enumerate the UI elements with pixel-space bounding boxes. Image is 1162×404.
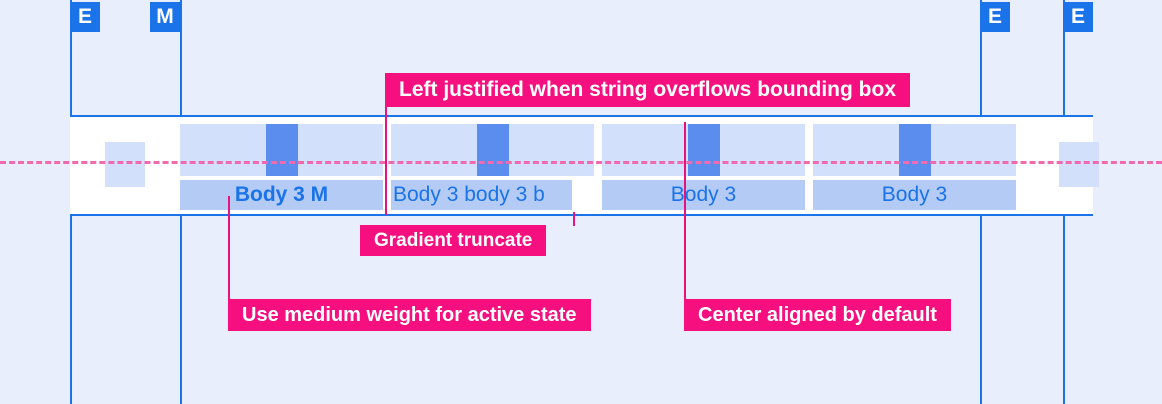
tab-label: Body 3 <box>881 183 948 206</box>
tab-glyph-icon <box>265 124 298 176</box>
tab-edge-right[interactable] <box>1024 117 1134 214</box>
tab-body-3-m[interactable]: Body 3 M <box>180 117 383 214</box>
tab-body-3-body-3-b[interactable]: Body 3 body 3 b <box>391 117 594 214</box>
tab-icon-edge-left <box>105 142 145 187</box>
annotation-text: Center aligned by default <box>698 303 937 326</box>
tab-label: Body 3 <box>670 183 737 206</box>
annotation-medium-weight: Use medium weight for active state <box>228 299 591 331</box>
edge-badge-right-inner: E <box>980 2 1010 32</box>
tab-label-area: Body 3 <box>602 180 805 210</box>
tab-label: Body 3 body 3 b <box>393 183 545 206</box>
tab-glyph-icon <box>898 124 931 176</box>
annotation-text: Use medium weight for active state <box>242 303 577 326</box>
tab-edge-left[interactable] <box>70 117 180 214</box>
tab-label-area: Body 3 <box>813 180 1016 210</box>
annotation-text: Left justified when string overflows bou… <box>399 78 896 101</box>
tab-body-3-center[interactable]: Body 3 <box>602 117 805 214</box>
annotation-gradient-truncate: Gradient truncate <box>360 225 547 256</box>
leader-left-justified <box>385 75 387 215</box>
vertical-center-guide <box>0 161 1162 164</box>
margin-badge-left: M <box>150 2 180 32</box>
edge-badge-right-outer: E <box>1063 2 1093 32</box>
annotation-center-aligned: Center aligned by default <box>684 299 951 331</box>
leader-medium-weight <box>228 196 230 300</box>
edge-badge-left-outer: E <box>70 2 100 32</box>
tab-glyph-icon <box>476 124 509 176</box>
tab-label: Body 3 M <box>234 183 329 206</box>
tab-body-3-last[interactable]: Body 3 <box>813 117 1016 214</box>
tab-icon-edge-right <box>1059 142 1099 187</box>
tab-bar: Body 3 M Body 3 body 3 b Body 3 Body 3 <box>70 115 1099 216</box>
annotation-left-justified: Left justified when string overflows bou… <box>385 73 910 107</box>
tab-label-area: Body 3 body 3 b <box>391 180 572 210</box>
annotation-text: Gradient truncate <box>374 229 533 251</box>
leader-center-aligned <box>684 122 686 299</box>
leader-gradient-truncate <box>573 212 575 226</box>
tab-glyph-icon <box>687 124 720 176</box>
tab-label-area: Body 3 M <box>180 180 383 210</box>
